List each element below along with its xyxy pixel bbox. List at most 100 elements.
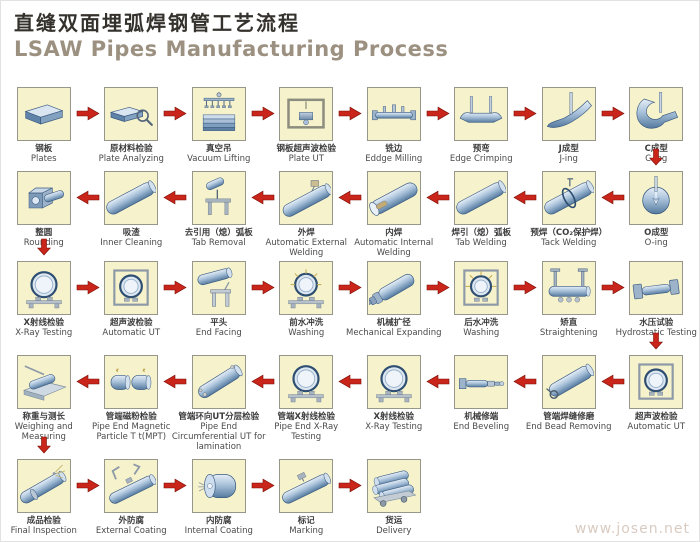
step-label-english: J-ing [559, 154, 578, 165]
step-label-english: Pipe End Circumferential UT for laminati… [171, 422, 266, 453]
pipe-end-stand-icon [19, 263, 69, 313]
step-box [279, 355, 334, 409]
step-label-english: Washing [288, 328, 325, 339]
step-label-english: Tab Removal [191, 238, 246, 249]
step-label-chinese: 矫直 [560, 318, 578, 328]
arrow-down-icon [36, 238, 51, 256]
step-label-english: X-Ray Testing [15, 328, 73, 339]
step-label-chinese: 水压试验 [639, 318, 674, 328]
step-box [279, 459, 334, 513]
arrow-right-icon [338, 280, 362, 295]
step-label-english: Eddge Milling [365, 154, 423, 165]
step-label-english: Plate UT [288, 154, 324, 165]
vacuum-crane-icon [194, 89, 244, 139]
arrow-right-icon [426, 280, 450, 295]
arrow-right-icon [163, 106, 187, 121]
step-label-english: Inner Cleaning [100, 238, 163, 249]
step-box [191, 261, 246, 315]
washing-spray-icon [281, 263, 331, 313]
step-label-chinese: 外防腐 [118, 516, 144, 526]
step-box [279, 261, 334, 315]
step-box [104, 261, 159, 315]
washing-frame-icon [456, 263, 506, 313]
arrow-left-icon [513, 374, 537, 389]
step-label-english: Marking [289, 526, 324, 537]
arrow-right-icon [338, 478, 362, 493]
step-label-chinese: 管端X射线检验 [277, 412, 336, 422]
c-forming-icon [631, 89, 681, 139]
arrow-down-icon [36, 436, 51, 454]
step-box [16, 459, 71, 513]
step-box [104, 171, 159, 225]
arrow-left-icon [600, 190, 625, 205]
step-label-english: Automatic External Welding [265, 238, 348, 259]
j-forming-icon [544, 89, 594, 139]
step-label-english: Mechanical Expanding [346, 328, 442, 339]
arrow-right-icon [251, 478, 275, 493]
marking-pipe-icon [281, 461, 332, 511]
arrow-right-icon [76, 280, 100, 295]
arrow-right-icon [426, 106, 450, 121]
watermark: www.josen.net [574, 521, 690, 537]
step-label-english: External Coating [95, 526, 167, 537]
arrow-down-icon [649, 148, 664, 166]
arrow-left-icon [163, 374, 187, 389]
inspection-spray-icon [19, 461, 69, 511]
arrow-left-icon [425, 190, 450, 205]
step-label-chinese: 称重与测长 [22, 412, 65, 422]
weighbridge-icon [19, 357, 69, 407]
plate-analyzing-icon [106, 89, 156, 139]
step-label-english: Plates [30, 154, 57, 165]
step-label-english: End Beveling [453, 422, 510, 433]
grinder-pipe-icon [544, 357, 594, 407]
step-label-chinese: 去引用（熄）弧板 [184, 228, 253, 238]
step-box [16, 87, 71, 141]
step-label-english: Pipe End X-Ray Testing [274, 422, 339, 443]
step-label-chinese: 焊引（熄）弧板 [451, 228, 511, 238]
arrow-right-icon [513, 280, 537, 295]
arrow-left-icon [75, 190, 100, 205]
arrow-right-icon [513, 106, 537, 121]
arrow-right-icon [76, 478, 100, 493]
ut-frame-icon [631, 357, 681, 407]
step-label-english: End Bead Removing [525, 422, 612, 433]
step-box [366, 87, 421, 141]
step-label-chinese: 平头 [210, 318, 228, 328]
inner-coating-cylinder-icon [194, 461, 244, 511]
step-label-english: Pipe End Magnetic Particle T t(MPT) [92, 422, 171, 443]
arrow-right-icon [338, 106, 362, 121]
step-label-chinese: O成型 [644, 228, 669, 238]
step-label-english: Automatic UT [627, 422, 686, 433]
step-box [629, 355, 684, 409]
step-box [191, 87, 246, 141]
step-box [191, 171, 246, 225]
step-label-chinese: 成品检验 [26, 516, 61, 526]
step-box [191, 459, 246, 513]
arrow-right-icon [163, 280, 187, 295]
